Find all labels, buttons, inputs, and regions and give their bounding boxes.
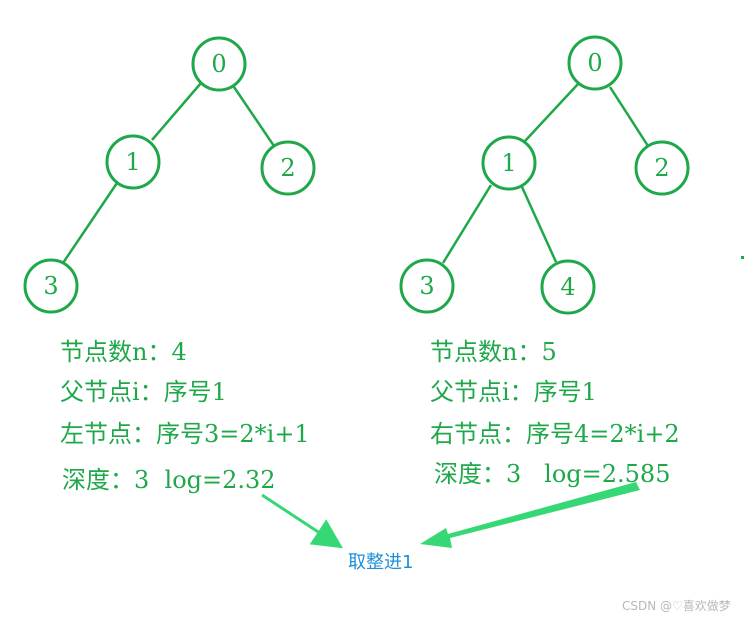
right-child: 右节点：序号4=2*i+2	[430, 420, 680, 448]
csdn-watermark: CSDN @♡喜欢做梦	[622, 599, 731, 613]
left-node-3-label: 3	[43, 272, 58, 300]
left-arrow	[261, 493, 344, 549]
stray-dot	[741, 256, 744, 259]
left-node-2-label: 2	[280, 154, 295, 182]
right-node-3: 3	[399, 258, 455, 314]
right-node-1: 1	[481, 135, 537, 191]
left-node-0-label: 0	[211, 50, 226, 78]
right-parent: 父节点i：序号1	[430, 378, 597, 406]
right-arrow	[420, 482, 640, 548]
left-node-1: 1	[105, 134, 161, 190]
right-edge-1-4	[520, 186, 558, 263]
round-up-label: 取整进1	[348, 552, 414, 573]
left-node-3: 3	[23, 258, 79, 314]
left-edge-0-1	[151, 82, 202, 141]
left-node-0: 0	[191, 36, 247, 92]
left-edge-0-2	[232, 86, 276, 147]
right-edge-0-1	[524, 83, 579, 142]
left-parent: 父节点i：序号1	[60, 378, 227, 406]
right-depth: 深度：3 log=2.585	[434, 460, 671, 488]
right-edge-1-3	[441, 184, 493, 264]
right-node-2-label: 2	[654, 154, 669, 182]
left-edge-1-3	[61, 182, 119, 264]
left-depth: 深度：3 log=2.32	[62, 466, 276, 494]
right-node-2: 2	[634, 140, 690, 196]
right-node-0: 0	[567, 35, 623, 91]
right-edge-0-2	[608, 86, 650, 147]
right-node-4: 4	[540, 259, 596, 315]
right-node-1-label: 1	[501, 149, 516, 177]
right-node-count: 节点数n：5	[430, 338, 557, 366]
left-child: 左节点：序号3=2*i+1	[60, 420, 310, 448]
right-node-4-label: 4	[560, 273, 575, 301]
left-node-count: 节点数n：4	[60, 338, 187, 366]
right-node-0-label: 0	[587, 49, 602, 77]
left-node-1-label: 1	[125, 148, 140, 176]
left-node-2: 2	[260, 140, 316, 196]
right-node-3-label: 3	[419, 272, 434, 300]
